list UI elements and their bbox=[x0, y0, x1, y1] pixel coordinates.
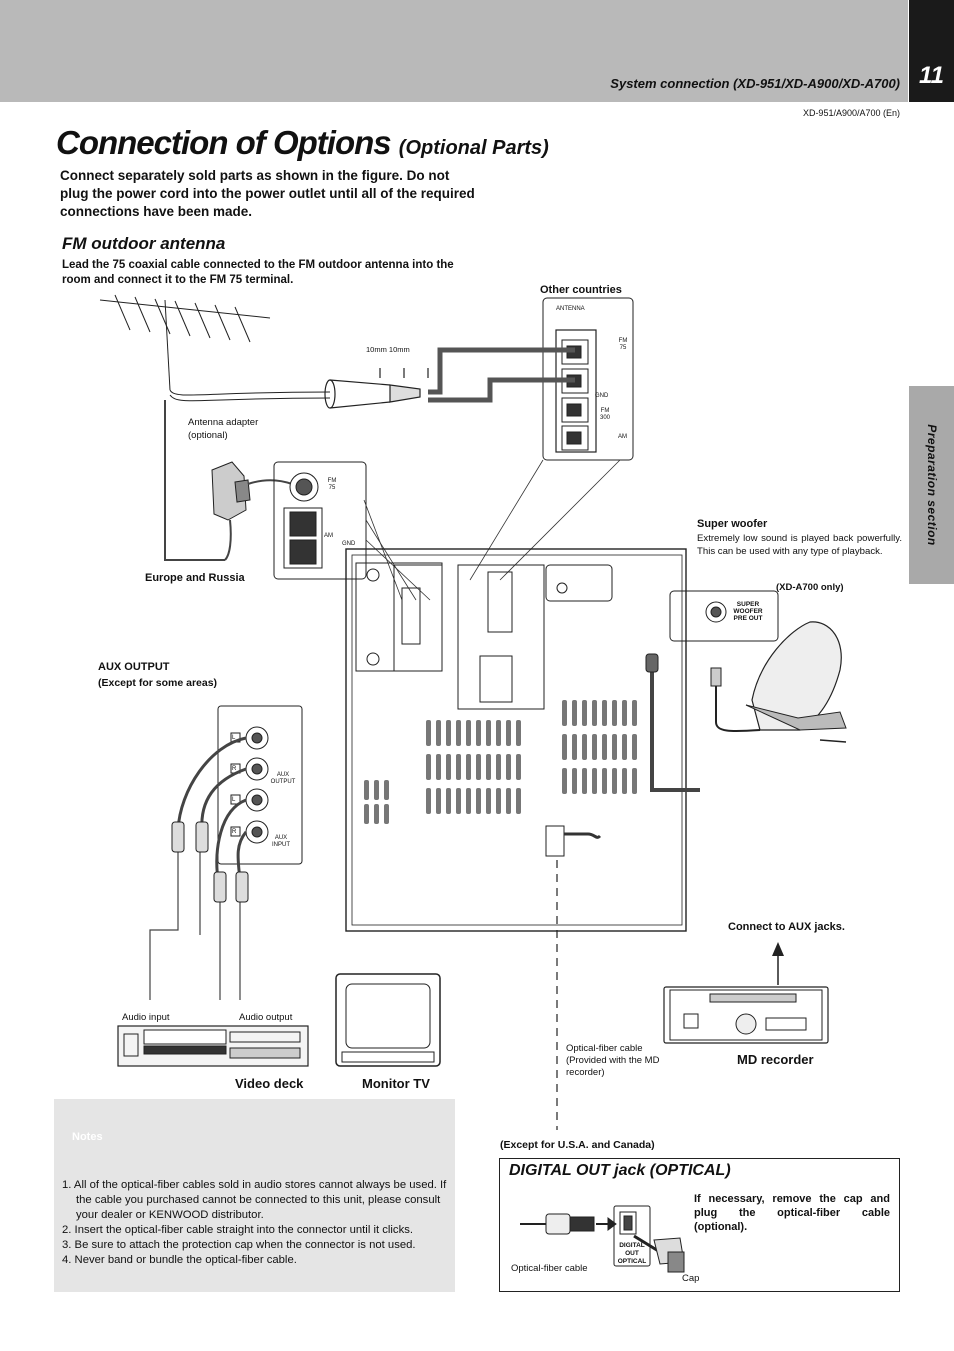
digital-out-cap-label: Cap bbox=[682, 1273, 700, 1284]
notes-list: 1. All of the optical-fiber cables sold … bbox=[62, 1178, 447, 1268]
fm-outdoor-antenna-icon bbox=[99, 294, 331, 402]
audio-output-label: Audio output bbox=[239, 1012, 293, 1023]
aux-r2-label: R bbox=[232, 829, 237, 835]
header-bar bbox=[0, 0, 908, 102]
intro-text: Connect separately sold parts as shown i… bbox=[60, 168, 475, 219]
monitor-tv-label: Monitor TV bbox=[362, 1076, 430, 1091]
digital-out-title: DIGITAL OUT jack (OPTICAL) bbox=[509, 1162, 731, 1179]
cable-dims-label: 10mm 10mm bbox=[366, 345, 410, 354]
panel-gnd-label: GND bbox=[595, 393, 609, 399]
antenna-adapter-label: Antenna adapter (optional) bbox=[188, 417, 259, 441]
audio-input-label: Audio input bbox=[122, 1012, 170, 1023]
page-title: Connection of Options (Optional Parts) bbox=[56, 124, 549, 162]
digital-out-text: If necessary, remove the cap and plug th… bbox=[694, 1193, 890, 1233]
other-countries-label: Other countries bbox=[540, 284, 622, 296]
notes-item: 2. Insert the optical-fiber cable straig… bbox=[62, 1224, 414, 1236]
aux-output-subheading: (Except for some areas) bbox=[98, 677, 218, 689]
aux-r1-label: R bbox=[232, 766, 237, 772]
super-woofer-jack-label: SUPER WOOFER PRE OUT bbox=[733, 601, 763, 622]
video-deck-icon bbox=[117, 1025, 309, 1067]
model-code: XD-951/A900/A700 (En) bbox=[802, 108, 900, 118]
notes-item: 1. All of the optical-fiber cables sold … bbox=[62, 1179, 447, 1221]
except-usa-label: (Except for U.S.A. and Canada) bbox=[500, 1139, 655, 1151]
super-woofer-text: Extremely low sound is played back power… bbox=[697, 533, 902, 557]
digital-out-jack-label: DIGITAL OUT OPTICAL bbox=[617, 1242, 647, 1265]
super-woofer-note: (XD-A700 only) bbox=[776, 582, 844, 593]
md-recorder-icon bbox=[663, 986, 829, 1044]
side-tab: Preparation section bbox=[909, 386, 954, 584]
connect-aux-label: Connect to AUX jacks. bbox=[728, 921, 845, 933]
optical-cable-note: Optical-fiber cable (Provided with the M… bbox=[566, 1043, 660, 1078]
aux-output-jack-label: AUX OUTPUT bbox=[270, 772, 296, 785]
page-number: 11 bbox=[909, 0, 954, 102]
section-title: System connection (XD-951/XD-A900/XD-A70… bbox=[610, 76, 900, 91]
panel-fm75-label: FM 75 bbox=[618, 338, 628, 351]
aux-output-heading: AUX OUTPUT bbox=[98, 661, 170, 673]
super-woofer-jack-panel bbox=[669, 590, 779, 642]
panel-antenna-label: ANTENNA bbox=[556, 306, 585, 312]
monitor-tv-icon bbox=[335, 973, 441, 1067]
notes-item: 3. Be sure to attach the protection cap … bbox=[62, 1239, 416, 1251]
aux-l1-label: L bbox=[232, 735, 236, 741]
panel-fm300-label: FM 300 bbox=[599, 408, 610, 421]
vent-slots-icon bbox=[364, 700, 637, 824]
europe-am-label: AM bbox=[324, 533, 333, 539]
fm-antenna-text: Lead the 75 coaxial cable connected to t… bbox=[62, 259, 454, 286]
coax-cable-icon bbox=[324, 368, 429, 409]
europe-antenna-panel bbox=[273, 461, 367, 580]
notes-box bbox=[54, 1099, 455, 1292]
digital-out-box bbox=[499, 1158, 900, 1292]
aux-l2-label: L bbox=[232, 797, 236, 803]
antenna-adapter-icon bbox=[211, 461, 293, 561]
aux-input-jack-label: AUX INPUT bbox=[272, 835, 290, 848]
panel-am-label: AM bbox=[618, 434, 627, 440]
page-title-main: Connection of Options bbox=[56, 124, 392, 161]
md-recorder-label: MD recorder bbox=[737, 1052, 814, 1067]
europe-fm75-label: FM 75 bbox=[327, 478, 337, 491]
notes-badge-label: Notes bbox=[72, 1131, 103, 1143]
super-woofer-icon bbox=[710, 621, 847, 743]
europe-gnd-label: GND bbox=[342, 541, 356, 547]
europe-russia-label: Europe and Russia bbox=[145, 572, 245, 584]
page-title-sub: (Optional Parts) bbox=[398, 137, 549, 159]
video-deck-label: Video deck bbox=[235, 1076, 304, 1091]
digital-out-illustration bbox=[520, 1205, 685, 1273]
fm-antenna-heading: FM outdoor antenna bbox=[62, 234, 226, 253]
super-woofer-heading: Super woofer bbox=[697, 518, 768, 530]
digital-out-cable-label: Optical-fiber cable bbox=[511, 1263, 588, 1274]
main-unit-rear-panel bbox=[345, 548, 687, 932]
notes-item: 4. Never band or bundle the optical-fibe… bbox=[62, 1254, 297, 1266]
